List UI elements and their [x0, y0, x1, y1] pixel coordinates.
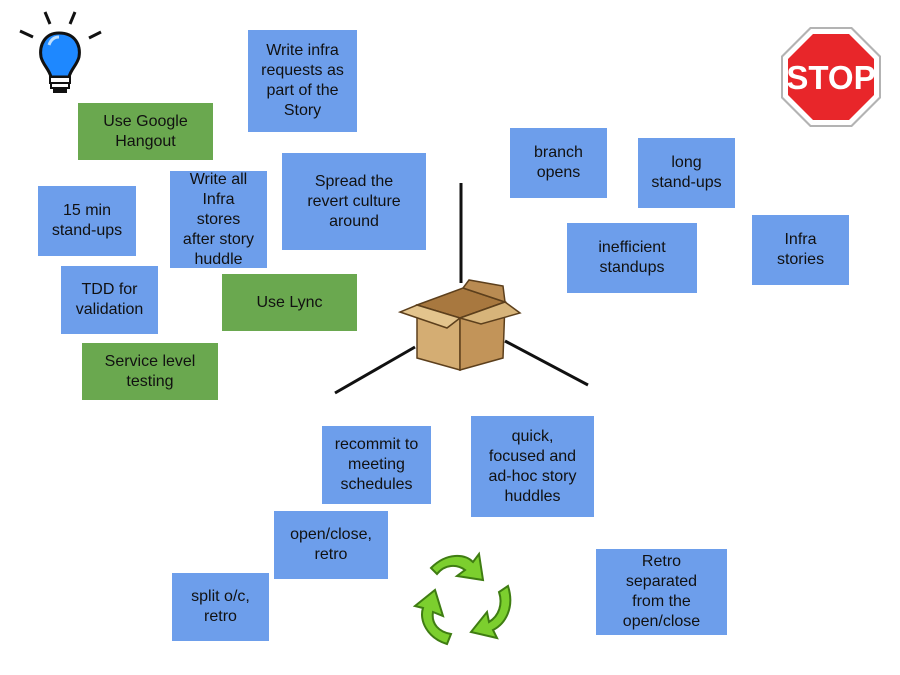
stop-sign-label: STOP	[786, 59, 875, 96]
idea-note: Write infra requests as part of the Stor…	[248, 30, 357, 132]
recycle-arrows-icon	[412, 551, 512, 646]
keep-note: recommit to meeting schedules	[322, 426, 431, 504]
idea-note: 15 min stand-ups	[38, 186, 136, 256]
lightbulb-icon	[19, 11, 102, 93]
idea-note: Use Google Hangout	[78, 103, 213, 160]
stop-note: long stand-ups	[638, 138, 735, 208]
stop-sign-icon: STOP	[781, 27, 881, 127]
keep-note: open/close, retro	[274, 511, 388, 579]
divider-left	[334, 345, 416, 395]
box-icon	[397, 279, 522, 371]
keep-note: quick, focused and ad-hoc story huddles	[471, 416, 594, 517]
idea-note: Spread the revert culture around	[282, 153, 426, 250]
stop-note: inefficient standups	[567, 223, 697, 293]
idea-note: Use Lync	[222, 274, 357, 331]
keep-note: split o/c, retro	[172, 573, 269, 641]
divider-right	[504, 339, 589, 387]
idea-note: Write all Infra stores after story huddl…	[170, 171, 267, 268]
stop-note: Infra stories	[752, 215, 849, 285]
idea-note: TDD for validation	[61, 266, 158, 334]
stop-note: branch opens	[510, 128, 607, 198]
keep-note: Retro separated from the open/close	[596, 549, 727, 635]
idea-note: Service level testing	[82, 343, 218, 400]
